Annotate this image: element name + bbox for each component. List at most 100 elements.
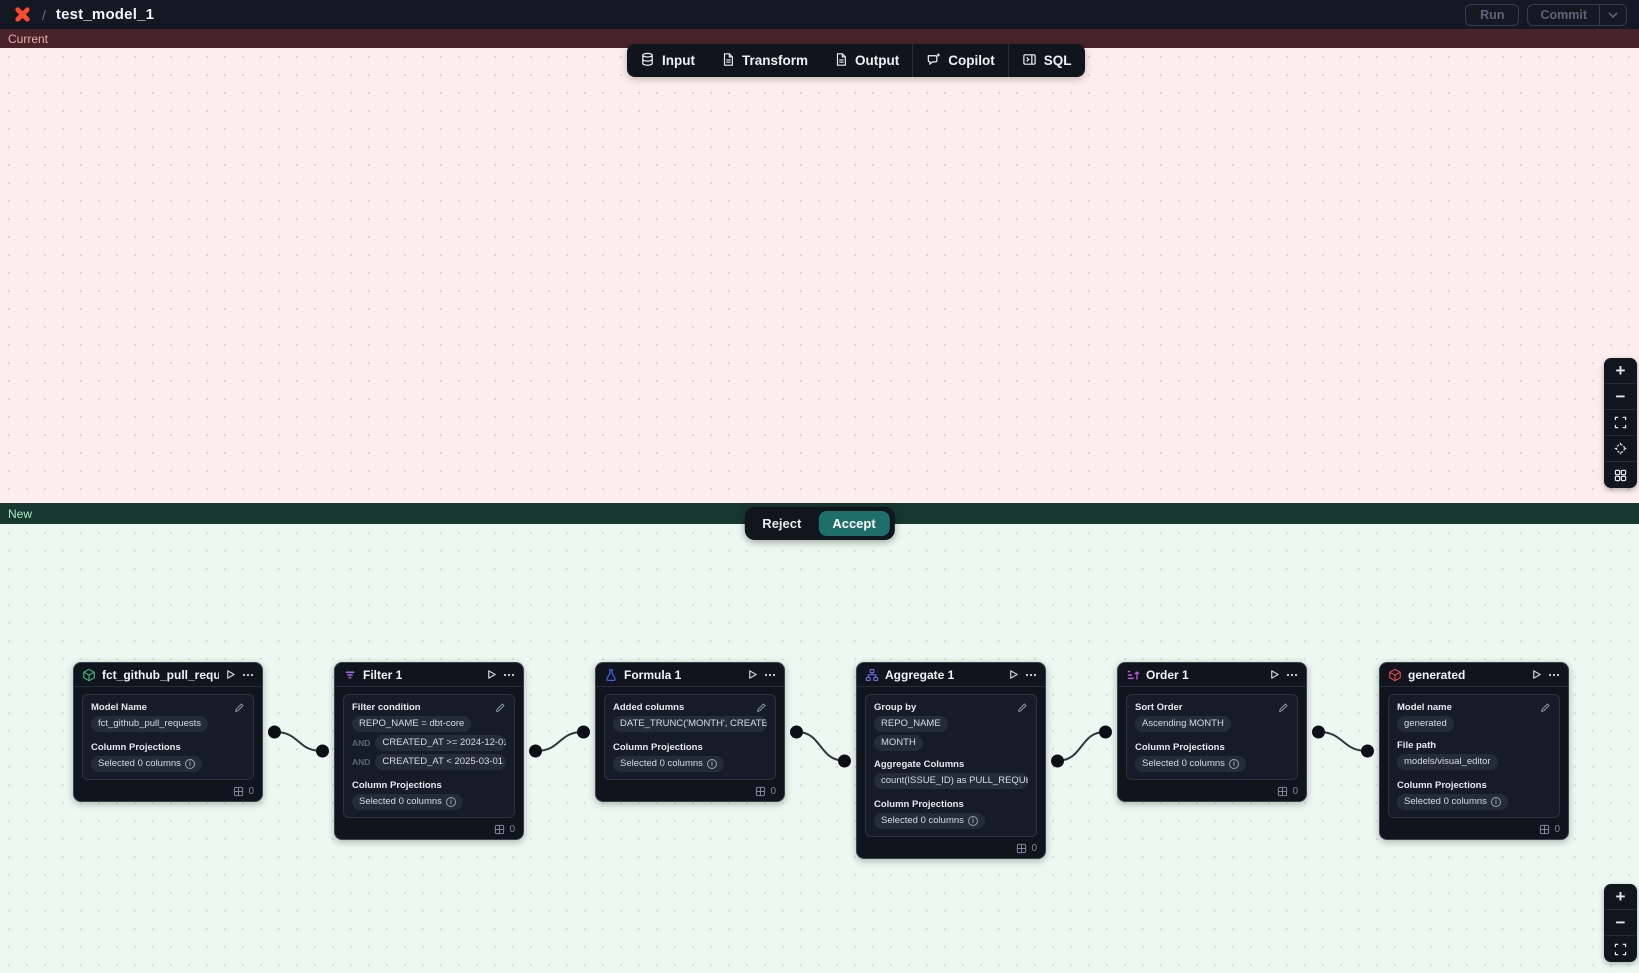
model-title: test_model_1 (55, 6, 155, 23)
more-menu-icon[interactable] (1025, 673, 1037, 677)
input-port[interactable] (838, 754, 851, 767)
node-order-1[interactable]: Order 1 Sort Order Ascending MONTH Colum… (1099, 662, 1325, 802)
field-label: Column Projections (1397, 780, 1487, 791)
dbt-logo-icon[interactable] (12, 5, 32, 25)
document-icon (721, 52, 735, 70)
group-by-pill[interactable]: REPO_NAME (874, 716, 948, 732)
node-title: Formula 1 (624, 667, 682, 682)
zoom-in-button[interactable]: + (1604, 884, 1637, 910)
breadcrumb-separator: / (42, 6, 46, 23)
node-generated[interactable]: generated Model name generated File path… (1361, 662, 1569, 840)
edit-icon[interactable] (1540, 702, 1551, 713)
filter-condition-pill[interactable]: CREATED_AT < 2025-03-01 (375, 754, 506, 770)
output-port[interactable] (268, 725, 281, 739)
fit-view-icon[interactable] (1604, 410, 1637, 436)
row-count-footer: 0 (857, 841, 1045, 858)
commit-button-group: Commit (1527, 3, 1627, 26)
sql-panel-icon (1022, 52, 1037, 70)
model-name-pill[interactable]: fct_github_pull_requests (91, 716, 208, 732)
review-controls: Reject Accept (744, 507, 895, 540)
sort-order-pill[interactable]: Ascending MONTH (1135, 716, 1231, 732)
play-icon[interactable] (486, 669, 497, 680)
model-name-pill[interactable]: generated (1397, 716, 1454, 732)
field-label: Added columns (613, 702, 685, 713)
row-count-footer: 0 (335, 822, 523, 839)
filter-condition-pill[interactable]: CREATED_AT >= 2024-12-01 (375, 735, 506, 751)
tiles-grid-icon[interactable] (1604, 462, 1637, 488)
field-label: Filter condition (352, 702, 421, 713)
zoom-in-button[interactable]: + (1604, 358, 1637, 384)
added-columns-pill[interactable]: DATE_TRUNC('MONTH', CREATED_AT… (613, 716, 767, 732)
output-port[interactable] (1312, 725, 1325, 739)
play-icon[interactable] (1269, 669, 1280, 680)
toolbar-copilot-button[interactable]: Copilot (913, 44, 1008, 77)
commit-chevron-down-icon[interactable] (1599, 4, 1626, 25)
fit-view-icon[interactable] (1604, 936, 1637, 962)
zoom-out-button[interactable]: − (1604, 384, 1637, 410)
node-aggregate-1[interactable]: Aggregate 1 Group by REPO_NAME MONTH Agg… (838, 662, 1064, 859)
input-port[interactable] (1099, 725, 1112, 739)
node-header[interactable]: fct_github_pull_requests (74, 663, 262, 687)
file-path-pill[interactable]: models/visual_editor (1397, 754, 1498, 770)
more-menu-icon[interactable] (503, 673, 515, 677)
node-fct-github-pull-requests[interactable]: fct_github_pull_requests Model Name fct_… (73, 662, 281, 802)
output-port[interactable] (790, 725, 803, 739)
play-icon[interactable] (1008, 669, 1019, 680)
info-icon: i (706, 759, 717, 769)
play-icon[interactable] (225, 669, 236, 680)
edit-icon[interactable] (495, 702, 506, 713)
node-header[interactable]: Aggregate 1 (857, 663, 1045, 687)
row-count: 0 (248, 786, 254, 797)
edit-icon[interactable] (1278, 702, 1289, 713)
toolbar-transform-button[interactable]: Transform (708, 44, 821, 77)
toolbar-sql-button[interactable]: SQL (1009, 44, 1085, 77)
node-header[interactable]: Order 1 (1118, 663, 1306, 687)
accept-button[interactable]: Accept (818, 511, 890, 536)
table-icon (1540, 824, 1550, 835)
node-header[interactable]: generated (1380, 663, 1568, 687)
edit-icon[interactable] (234, 702, 245, 713)
node-filter-1[interactable]: Filter 1 Filter condition REPO_NAME = db… (316, 662, 542, 840)
group-by-pill[interactable]: MONTH (874, 735, 923, 751)
more-menu-icon[interactable] (764, 673, 776, 677)
current-section-banner: Current (0, 29, 1639, 48)
current-canvas[interactable] (0, 48, 1639, 503)
commit-button[interactable]: Commit (1540, 7, 1587, 22)
input-port[interactable] (1361, 744, 1374, 758)
play-icon[interactable] (747, 669, 758, 680)
info-icon: i (1228, 759, 1239, 769)
edit-icon[interactable] (756, 702, 767, 713)
node-body: Added columns DATE_TRUNC('MONTH', CREATE… (604, 694, 776, 780)
row-count-footer: 0 (1380, 822, 1568, 839)
node-header[interactable]: Formula 1 (596, 663, 784, 687)
table-icon (1017, 843, 1027, 854)
output-port[interactable] (1051, 754, 1064, 767)
row-count: 0 (1554, 824, 1560, 835)
node-header[interactable]: Filter 1 (335, 663, 523, 687)
node-formula-1[interactable]: Formula 1 Added columns DATE_TRUNC('MONT… (577, 662, 803, 802)
more-menu-icon[interactable] (1286, 673, 1298, 677)
toolbar-input-button[interactable]: Input (627, 44, 708, 77)
edit-icon[interactable] (1017, 702, 1028, 713)
center-target-icon[interactable] (1604, 436, 1637, 462)
zoom-out-button[interactable]: − (1604, 910, 1637, 936)
aggregate-columns-pill[interactable]: count(ISSUE_ID) as PULL_REQUEST_… (874, 773, 1028, 789)
toolbar-output-button[interactable]: Output (821, 44, 912, 77)
more-menu-icon[interactable] (242, 673, 254, 677)
play-icon[interactable] (1531, 669, 1542, 680)
output-port[interactable] (529, 744, 542, 758)
more-menu-icon[interactable] (1548, 673, 1560, 677)
input-port[interactable] (316, 744, 329, 758)
reject-button[interactable]: Reject (762, 516, 802, 531)
table-icon (234, 786, 244, 797)
run-button[interactable]: Run (1465, 3, 1520, 26)
filter-condition-pill[interactable]: REPO_NAME = dbt-core (352, 716, 472, 732)
input-port[interactable] (577, 725, 590, 739)
